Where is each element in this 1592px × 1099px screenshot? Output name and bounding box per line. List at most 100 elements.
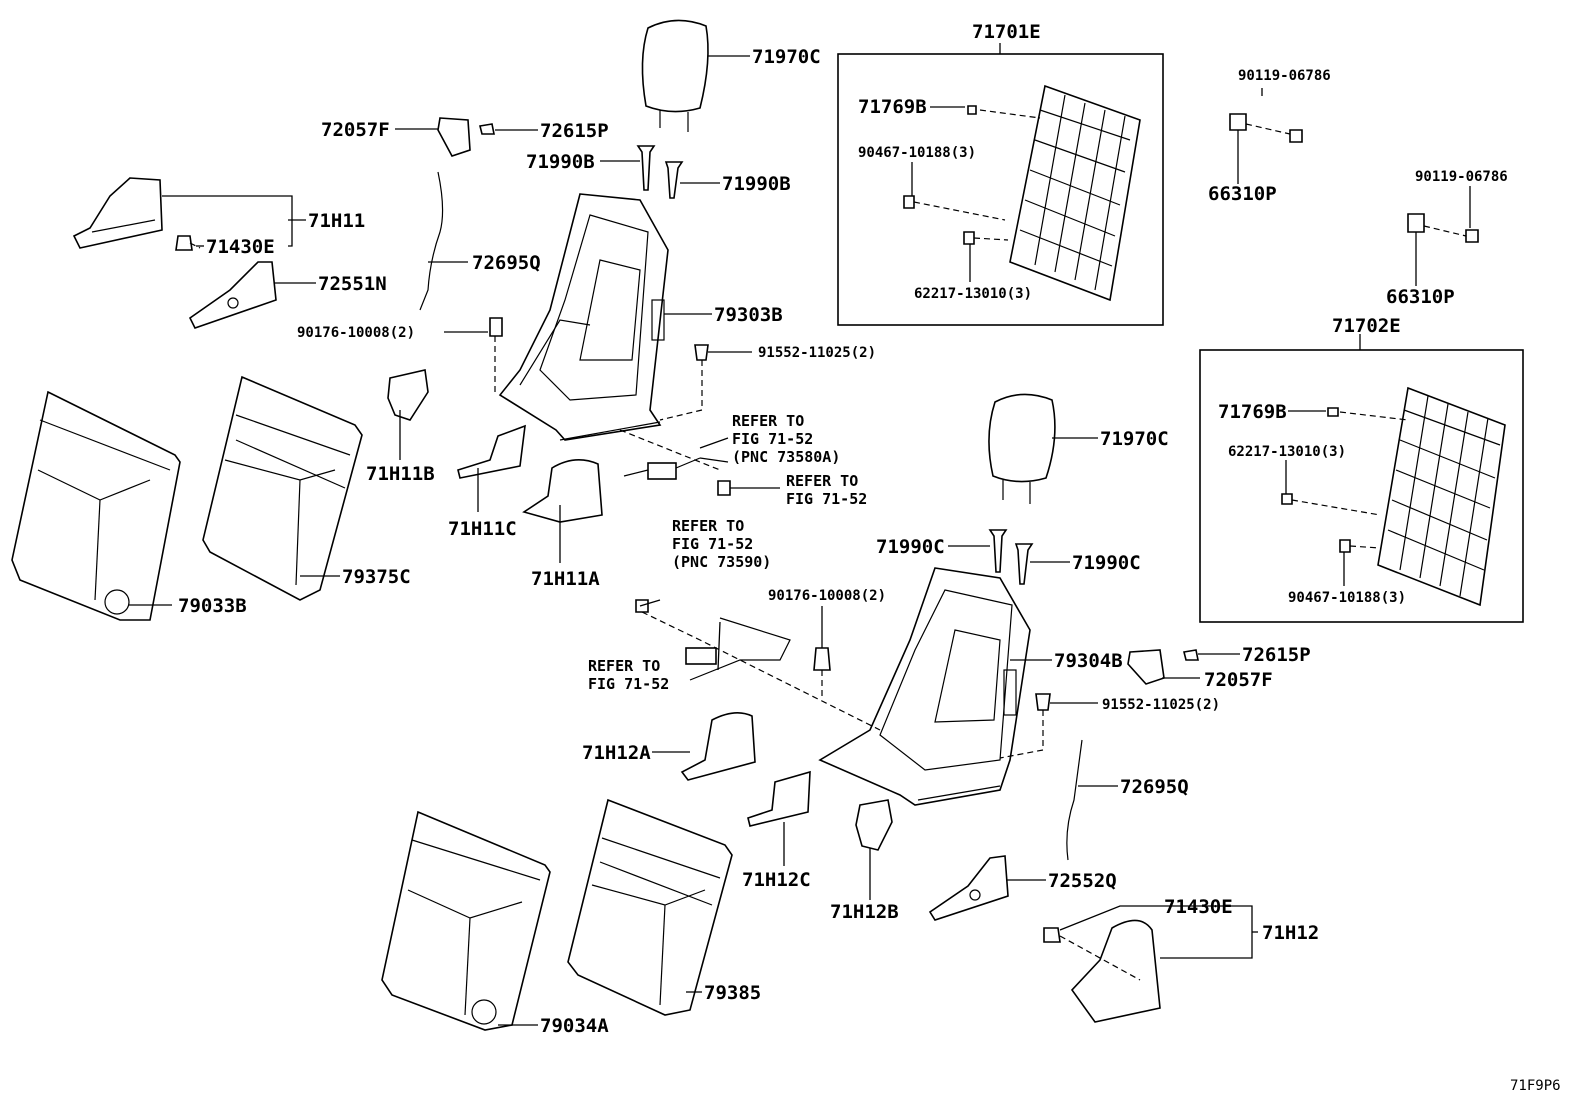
refer-note-73590: REFER TO FIG 71-52 (PNC 73590) [672,517,771,571]
headrest-guides-lower [988,529,1034,585]
label-71H12B: 71H12B [830,901,899,923]
label-71769B-lower: 71769B [1218,401,1287,423]
seatback-pad-79033B [11,390,181,621]
trim-71H12C [747,770,811,827]
seatback-cover-79385 [567,798,733,1016]
diagram-code: 71F9P6 [1510,1078,1561,1094]
trim-71H11 [72,177,163,249]
refer-line: (PNC 73580A) [732,448,840,466]
label-71H11A: 71H11A [531,568,600,590]
assembly-box-71702E [1199,349,1524,623]
label-72551N: 72551N [318,273,387,295]
label-79303B: 79303B [714,304,783,326]
trim-71H11A [522,459,603,523]
headrest-upper [641,19,709,132]
refer-line: FIG 71-52 [732,430,813,448]
label-90467-upper: 90467-10188(3) [858,145,976,161]
seatback-board-71702E [1377,386,1506,607]
lever-72057F-lower [1127,649,1165,685]
label-71970C-lower: 71970C [1100,428,1169,450]
seatback-frame-lower [818,567,1031,806]
label-90467-lower: 90467-10188(3) [1288,590,1406,606]
trim-71H12A [680,712,756,781]
label-71H12A: 71H12A [582,742,651,764]
dash-2 [913,201,1006,221]
dash-11 [641,611,881,731]
label-91552-upper: 91552-11025(2) [758,345,876,361]
refer-line: (PNC 73590) [672,553,771,571]
dash-10 [619,429,721,471]
cover-72615P-lower [1183,649,1199,661]
label-90176-lower: 90176-10008(2) [768,588,886,604]
headrest-guides-upper [636,145,684,199]
trim-71H12B [855,799,893,851]
label-71H12C: 71H12C [742,869,811,891]
label-79304B: 79304B [1054,650,1123,672]
dash-5 [1291,499,1381,516]
leader-lines [128,43,1471,1026]
refer-line: FIG 71-52 [672,535,753,553]
label-71990C-b: 71990C [1072,552,1141,574]
dash-1 [979,109,1041,119]
seatback-frame-upper [498,193,669,441]
label-71769B-upper: 71769B [858,96,927,118]
label-71430E-upper: 71430E [206,236,275,258]
label-90119-a: 90119-06786 [1238,68,1331,84]
label-79033B: 79033B [178,595,247,617]
refer-line: REFER TO [786,472,858,490]
label-71H11B: 71H11B [366,463,435,485]
dash-7 [1245,123,1291,135]
refer-note-73580A: REFER TO FIG 71-52 (PNC 73580A) [732,412,840,466]
label-62217-lower: 62217-13010(3) [1228,444,1346,460]
dash-4 [1339,411,1409,421]
label-90176-upper: 90176-10008(2) [297,325,415,341]
label-71990B-b: 71990B [722,173,791,195]
trim-71H11B [387,369,429,421]
dash-9 [659,360,703,421]
seatback-cover-79375C [202,375,363,601]
dash-8 [1423,225,1467,237]
label-90119-b: 90119-06786 [1415,169,1508,185]
dash-6 [1349,545,1381,549]
refer-line: REFER TO [672,517,744,535]
refer-line: FIG 71-52 [786,490,867,508]
label-66310P-a: 66310P [1208,183,1277,205]
label-72615P-lower: 72615P [1242,644,1311,666]
belt-latch-upper [623,457,701,480]
refer-note-71-52-a: REFER TO FIG 71-52 [786,472,867,508]
label-66310P-b: 66310P [1386,286,1455,308]
label-72695Q-lower: 72695Q [1120,776,1189,798]
label-79034A: 79034A [540,1015,609,1037]
refer-note-71-52-b: REFER TO FIG 71-52 [588,657,669,693]
label-79375C: 79375C [342,566,411,588]
label-71H11: 71H11 [308,210,365,232]
dash-13 [1059,935,1141,981]
label-71701E: 71701E [972,21,1041,43]
label-71H12: 71H12 [1262,922,1319,944]
dash-3 [973,237,1009,241]
lever-72057F-upper [437,117,471,157]
trim-72551N [188,261,277,329]
label-71970C-upper: 71970C [752,46,821,68]
label-71H11C: 71H11C [448,518,517,540]
label-91552-lower: 91552-11025(2) [1102,697,1220,713]
label-72057F-upper: 72057F [321,119,390,141]
label-71430E-lower: 71430E [1164,896,1233,918]
refer-line: REFER TO [732,412,804,430]
trim-71H11C [457,424,526,479]
label-62217-upper: 62217-13010(3) [914,286,1032,302]
seatback-pad-79034A [381,810,551,1031]
label-72552Q: 72552Q [1048,870,1117,892]
refer-line: REFER TO [588,657,660,675]
belt-latch-lower [685,617,791,681]
headrest-lower [988,393,1056,504]
trim-72552Q [928,855,1009,921]
bolts [175,105,1479,943]
label-71990B-a: 71990B [526,151,595,173]
label-71702E: 71702E [1332,315,1401,337]
label-71990C-a: 71990C [876,536,945,558]
label-72057F-lower: 72057F [1204,669,1273,691]
seatback-board-71701E [1009,84,1141,302]
release-cable-upper [419,171,444,311]
